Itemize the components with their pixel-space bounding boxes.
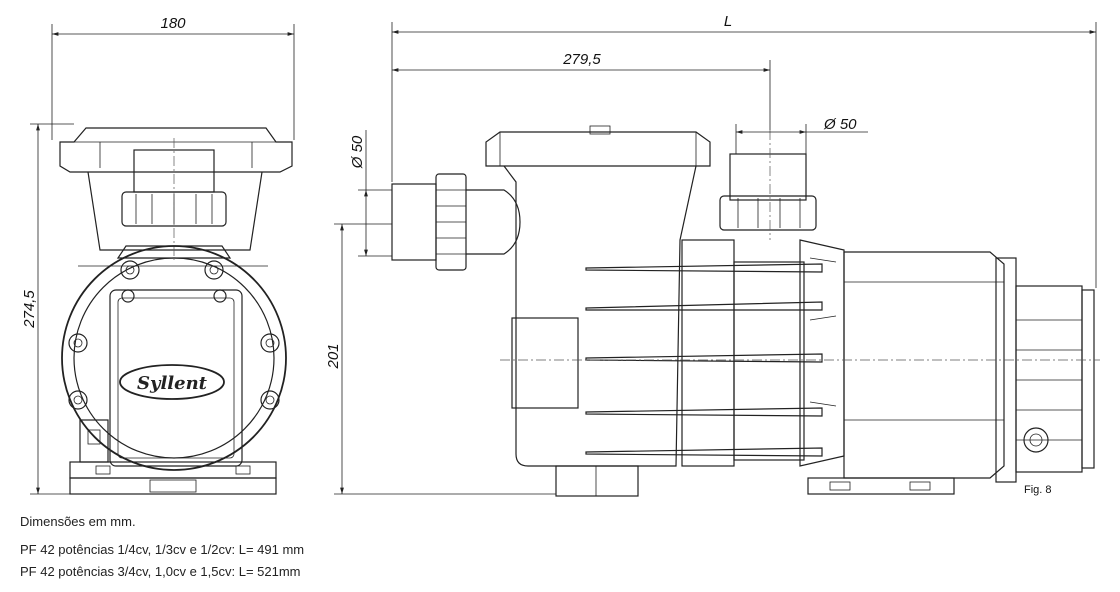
dim-outlet-diameter: Ø 50 [823, 116, 857, 133]
dim-front-height: 274,5 [21, 290, 38, 329]
dim-total-length: L [724, 13, 732, 30]
front-view: Syllent 180 274,5 [21, 15, 295, 495]
dim-front-width: 180 [160, 15, 186, 32]
technical-drawing: Syllent 180 274,5 [21, 13, 1100, 497]
figure-label: Fig. 8 [1024, 484, 1052, 496]
dim-inlet-diameter: Ø 50 [349, 135, 366, 169]
side-view: L 279,5 Ø 50 Ø 50 201 Fig. 8 [325, 13, 1100, 497]
logo-text: Syllent [137, 373, 208, 394]
dim-inlet-height: 201 [325, 343, 342, 369]
note-units: Dimensões em mm. [20, 514, 136, 529]
dim-inlet-to-outlet: 279,5 [562, 51, 601, 68]
note-small-motors: PF 42 potências 1/4cv, 1/3cv e 1/2cv: L=… [20, 542, 305, 557]
note-large-motors: PF 42 potências 3/4cv, 1,0cv e 1,5cv: L=… [20, 564, 301, 579]
